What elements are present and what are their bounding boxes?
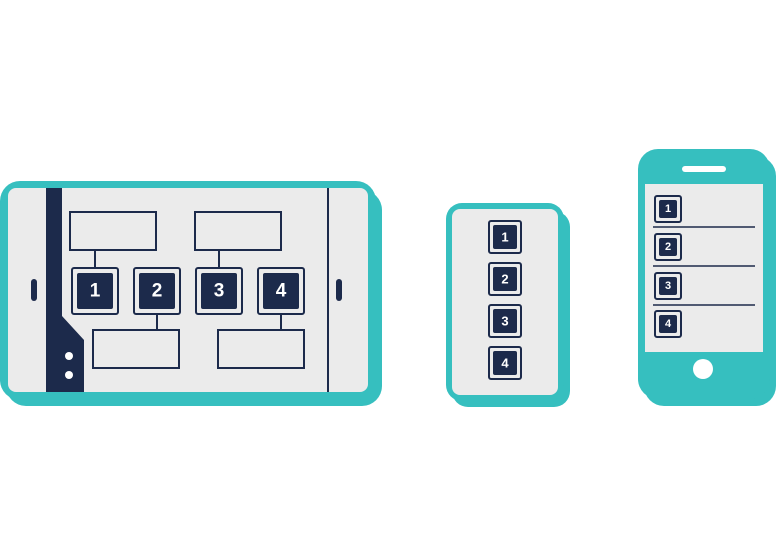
tablet-bottom-box-1: [92, 329, 180, 369]
small-step-2[interactable]: 2: [488, 262, 522, 296]
phone-list-item-2[interactable]: 2: [654, 233, 682, 261]
tablet-side-button-right: [336, 279, 342, 301]
phone-step-4-label: 4: [665, 318, 672, 330]
phone-device: 1 2 3 4: [638, 149, 776, 406]
small-step-3[interactable]: 3: [488, 304, 522, 338]
small-step-3-label: 3: [501, 314, 508, 329]
small-step-2-label: 2: [501, 272, 508, 287]
phone-list-item-1[interactable]: 1: [654, 195, 682, 223]
tablet-step-1-label: 1: [90, 281, 101, 302]
phone-list-item-4[interactable]: 4: [654, 310, 682, 338]
phone-step-2-label: 2: [665, 241, 671, 253]
phone-step-1-label: 1: [665, 203, 671, 215]
small-device: 1 2 3 4: [446, 203, 570, 407]
tablet-side-button: [31, 279, 37, 301]
tablet-top-box-1: [69, 211, 157, 251]
tablet-step-1[interactable]: 1: [71, 267, 119, 315]
small-step-4[interactable]: 4: [488, 346, 522, 380]
phone-list-item-3[interactable]: 3: [654, 272, 682, 300]
small-step-4-label: 4: [501, 356, 509, 371]
phone-step-3-label: 3: [665, 280, 671, 292]
phone-list-dividers: [653, 226, 755, 306]
tablet-top-box-2: [194, 211, 282, 251]
small-step-1-label: 1: [501, 230, 508, 245]
tablet-device: 1 2 3 4: [0, 181, 382, 406]
tablet-bottom-box-2: [217, 329, 305, 369]
tablet-step-3-label: 3: [214, 281, 225, 302]
tablet-step-2-label: 2: [152, 281, 163, 302]
home-button-icon[interactable]: [693, 359, 713, 379]
menu-dots-icon: [65, 352, 73, 379]
small-device-screen: [452, 209, 558, 395]
tablet-connectors: [94, 250, 282, 330]
tablet-step-4-label: 4: [276, 281, 287, 302]
tablet-step-3[interactable]: 3: [195, 267, 243, 315]
small-step-1[interactable]: 1: [488, 220, 522, 254]
tablet-step-2[interactable]: 2: [133, 267, 181, 315]
tablet-sidebar: [46, 188, 84, 392]
tablet-step-4[interactable]: 4: [257, 267, 305, 315]
speaker-icon: [682, 166, 726, 172]
